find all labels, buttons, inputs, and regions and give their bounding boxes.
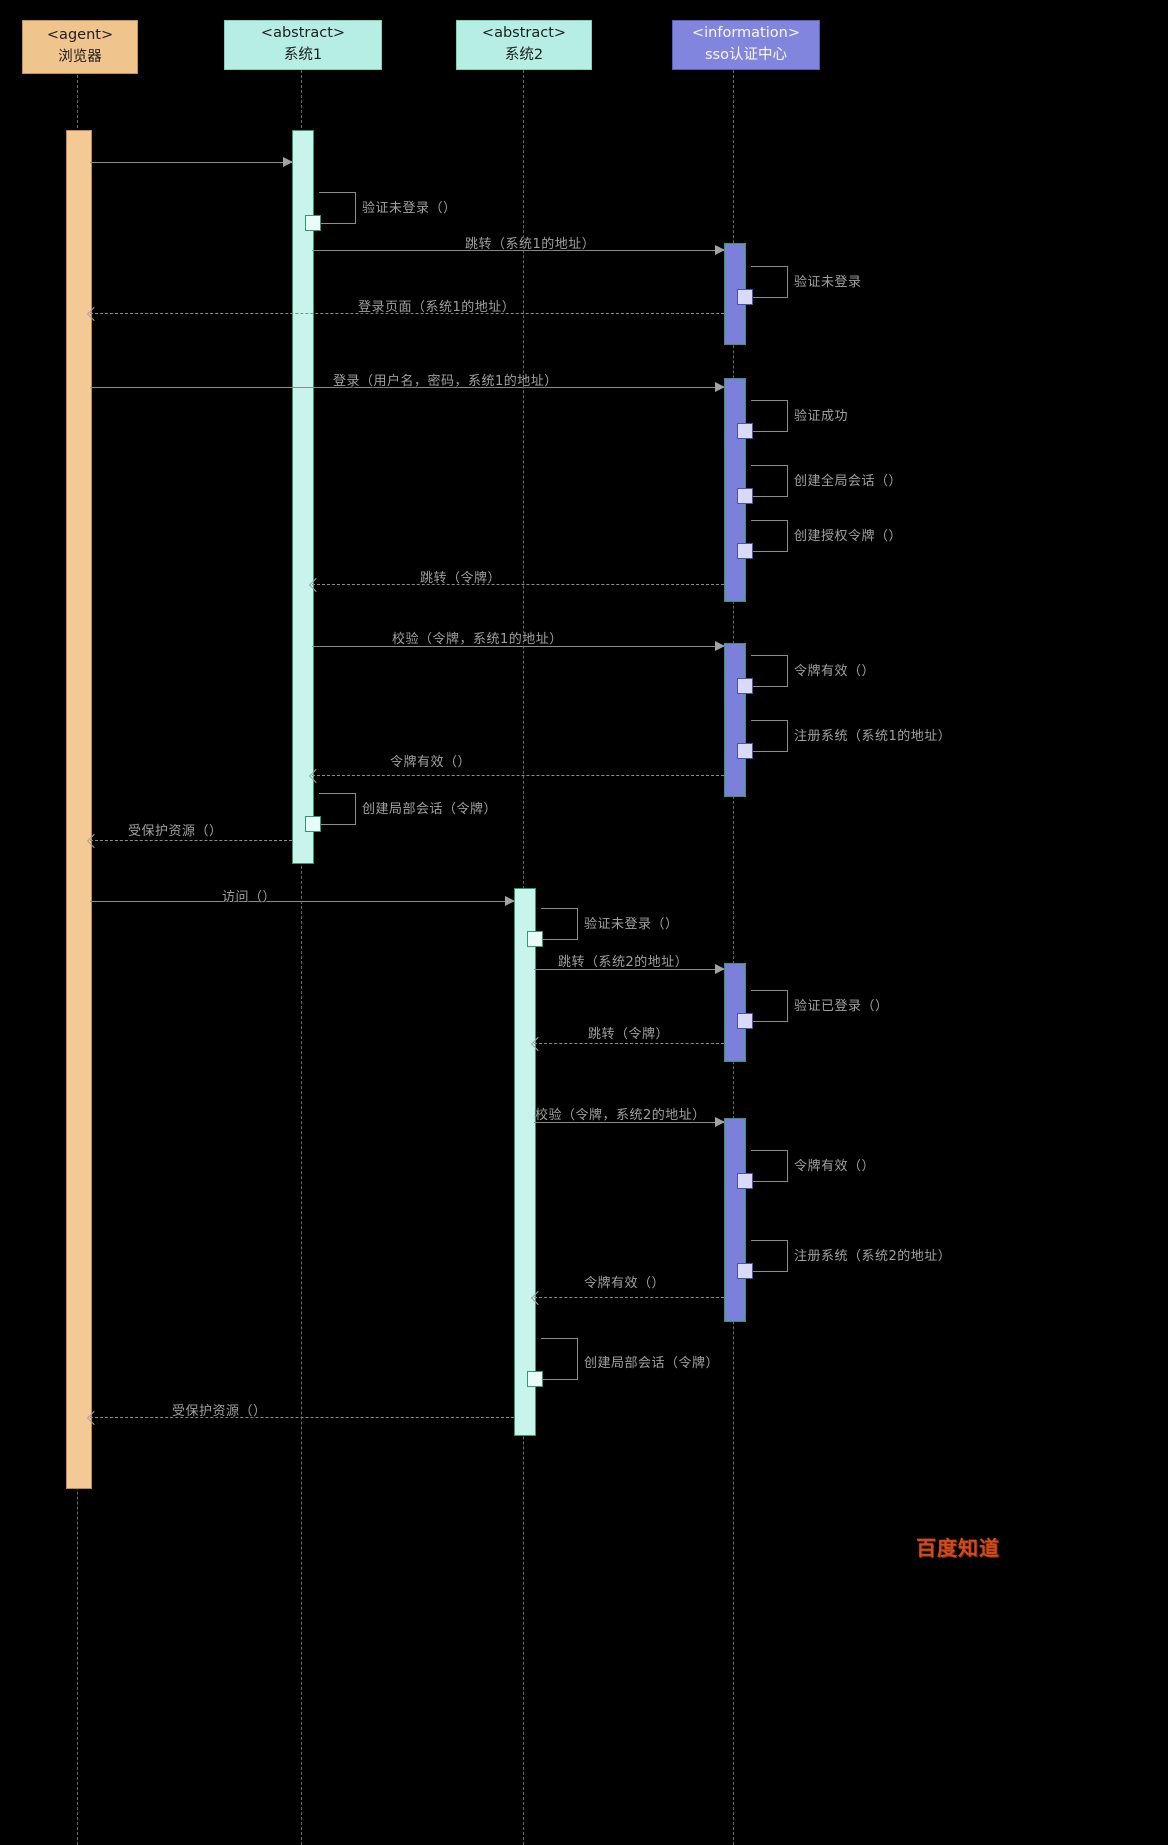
self-call-label-11: 令牌有效（）	[794, 664, 876, 679]
message-arrow-10	[312, 641, 725, 651]
message-arrow-9	[312, 584, 724, 585]
self-call-bracket-14	[319, 793, 356, 825]
activation-system2	[514, 888, 536, 1436]
self-call-label-12: 注册系统（系统1的地址）	[794, 729, 952, 744]
self-call-bracket-22	[751, 1150, 788, 1182]
message-label-4: 登录页面（系统1的地址）	[358, 300, 516, 315]
nested-activation-sso-1	[737, 289, 753, 305]
message-arrow-24	[534, 1297, 724, 1298]
self-call-bracket-19	[751, 990, 788, 1022]
message-label-15: 受保护资源（）	[128, 824, 223, 839]
watermark: 百度知道	[916, 1536, 1000, 1560]
nested-activation-sso-5	[737, 678, 753, 694]
message-arrow-21	[534, 1117, 725, 1127]
self-call-label-25: 创建局部会话（令牌）	[584, 1356, 720, 1371]
nested-activation-system1-1	[305, 215, 321, 231]
message-label-9: 跳转（令牌）	[420, 571, 502, 586]
self-call-bracket-8	[751, 520, 788, 552]
message-label-2: 跳转（系统1的地址）	[465, 237, 596, 252]
message-label-16: 访问（）	[222, 890, 277, 905]
self-call-bracket-11	[751, 655, 788, 687]
message-label-5: 登录（用户名，密码，系统1的地址）	[333, 374, 558, 389]
self-call-bracket-7	[751, 465, 788, 497]
actor-sso: <information> sso认证中心	[672, 20, 820, 70]
nested-activation-sso-4	[737, 543, 753, 559]
message-label-24: 令牌有效（）	[584, 1276, 666, 1291]
activation-browser	[66, 130, 92, 1489]
message-arrow-26	[90, 1417, 514, 1418]
self-call-bracket-25	[541, 1338, 578, 1380]
actor-sso-stereotype: <information>	[692, 25, 800, 42]
nested-activation-sso-7	[737, 1013, 753, 1029]
actor-system1: <abstract> 系统1	[224, 20, 382, 70]
message-label-21: 校验（令牌，系统2的地址）	[535, 1108, 706, 1123]
self-call-label-8: 创建授权令牌（）	[794, 529, 903, 544]
actor-browser: <agent> 浏览器	[22, 20, 138, 74]
nested-activation-sso-9	[737, 1263, 753, 1279]
message-arrow-13	[312, 775, 724, 776]
self-call-bracket-3	[751, 266, 788, 298]
actor-system1-stereotype: <abstract>	[260, 25, 346, 42]
message-label-10: 校验（令牌，系统1的地址）	[392, 632, 563, 647]
self-call-label-22: 令牌有效（）	[794, 1159, 876, 1174]
actor-system1-name: 系统1	[283, 47, 323, 63]
self-call-label-17: 验证未登录（）	[584, 917, 679, 932]
actor-sso-name: sso认证中心	[705, 47, 787, 63]
activation-system1	[292, 130, 314, 864]
self-call-bracket-6	[751, 400, 788, 432]
actor-system2-name: 系统2	[504, 47, 544, 63]
nested-activation-system1-2	[305, 816, 321, 832]
actor-browser-stereotype: <agent>	[46, 27, 114, 44]
nested-activation-system2-2	[527, 1371, 543, 1387]
message-arrow-20	[534, 1043, 724, 1044]
activation-sso-4	[724, 963, 746, 1062]
activation-sso-3	[724, 643, 746, 797]
self-call-bracket-23	[751, 1240, 788, 1272]
actor-system2-stereotype: <abstract>	[481, 25, 567, 42]
nested-activation-sso-3	[737, 488, 753, 504]
actor-system2: <abstract> 系统2	[456, 20, 592, 70]
lifeline-system1	[301, 70, 302, 1845]
lifeline-sso	[733, 70, 734, 1845]
self-call-label-19: 验证已登录（）	[794, 999, 889, 1014]
message-label-18: 跳转（系统2的地址）	[558, 955, 689, 970]
message-arrow-0	[90, 157, 293, 167]
self-call-label-23: 注册系统（系统2的地址）	[794, 1249, 952, 1264]
self-call-label-1: 验证未登录（）	[362, 201, 457, 216]
self-call-label-7: 创建全局会话（）	[794, 474, 903, 489]
nested-activation-sso-2	[737, 423, 753, 439]
message-arrow-16	[90, 896, 515, 906]
nested-activation-sso-6	[737, 743, 753, 759]
message-arrow-4	[90, 313, 724, 314]
message-label-13: 令牌有效（）	[390, 755, 472, 770]
self-call-label-14: 创建局部会话（令牌）	[362, 802, 498, 817]
nested-activation-system2-1	[527, 931, 543, 947]
message-arrow-2	[312, 245, 725, 255]
message-label-20: 跳转（令牌）	[588, 1027, 670, 1042]
activation-sso-5	[724, 1118, 746, 1322]
self-call-bracket-17	[541, 908, 578, 940]
self-call-label-3: 验证未登录	[794, 275, 862, 290]
message-arrow-18	[534, 964, 725, 974]
self-call-label-6: 验证成功	[794, 409, 849, 424]
self-call-bracket-12	[751, 720, 788, 752]
message-arrow-15	[90, 840, 292, 841]
message-label-26: 受保护资源（）	[172, 1404, 267, 1419]
nested-activation-sso-8	[737, 1173, 753, 1189]
message-arrow-5	[90, 382, 725, 392]
self-call-bracket-1	[319, 192, 356, 224]
actor-browser-name: 浏览器	[58, 49, 102, 65]
